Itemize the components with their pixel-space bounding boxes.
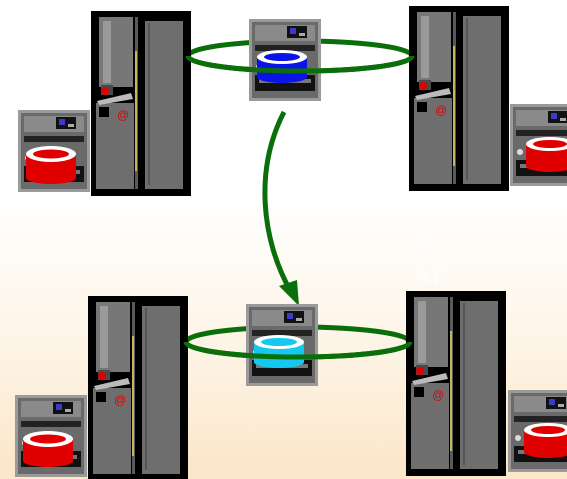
- bottom-left-storage-box-icon: [15, 395, 87, 477]
- top-center-storage-unit-icon: [249, 19, 321, 101]
- top-left-server-tower-icon: [91, 11, 191, 196]
- top-right-storage-box-icon: [510, 104, 567, 186]
- bottom-left-server-tower-icon: [88, 296, 188, 479]
- faint-label-2: AP: [414, 261, 451, 291]
- curved-arrow-icon: [262, 110, 299, 306]
- top-right-server-tower-icon: [409, 6, 509, 191]
- top-left-storage-box-icon: [18, 110, 90, 192]
- bottom-right-server-tower-icon: [406, 291, 506, 476]
- bottom-right-storage-box-icon: [508, 390, 567, 472]
- bottom-ring-front: [183, 341, 413, 360]
- faint-label-1: B: [416, 231, 435, 261]
- top-ring-front: [185, 55, 415, 74]
- bottom-center-storage-unit-icon: [246, 304, 318, 386]
